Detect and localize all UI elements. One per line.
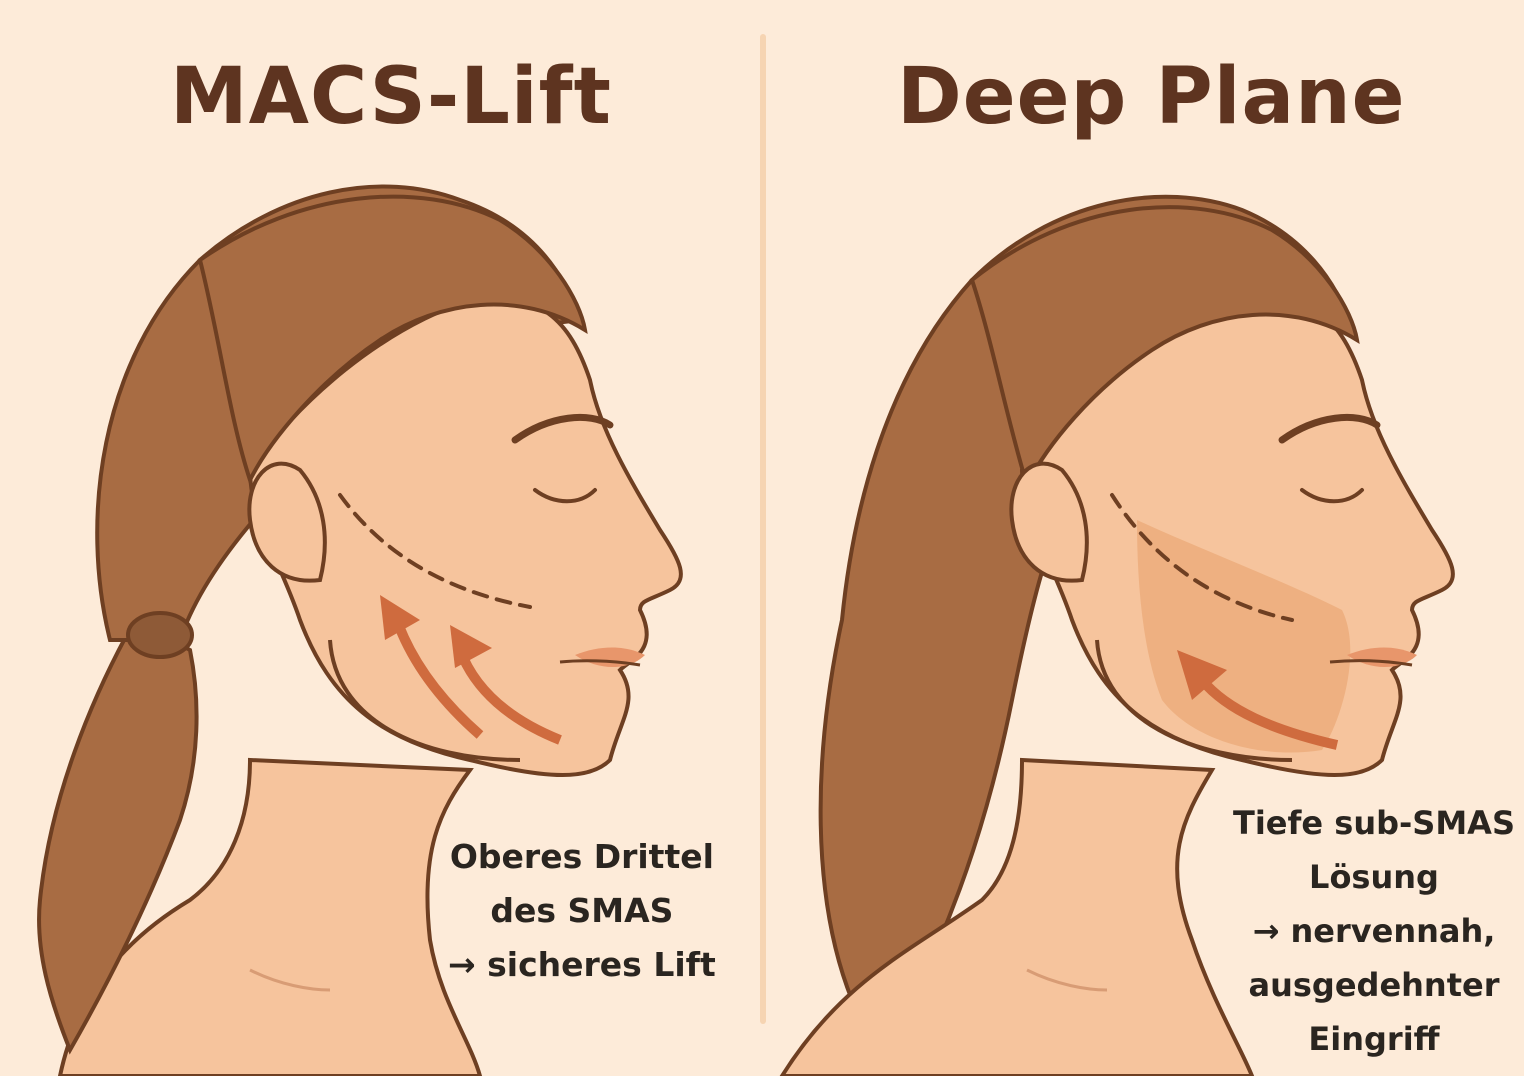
caption-line: Oberes Drittel bbox=[449, 837, 714, 876]
caption-line: → nervennah, bbox=[1252, 912, 1496, 950]
caption-line: → sicheres Lift bbox=[448, 945, 716, 984]
macs-lift-face-illustration bbox=[37, 184, 683, 1076]
macs-lift-caption: Oberes Drittel des SMAS → sicheres Lift bbox=[448, 830, 716, 992]
panel-divider bbox=[760, 34, 766, 1024]
deep-plane-caption: Tiefe sub-SMAS Lösung → nervennah, ausge… bbox=[1224, 796, 1524, 1066]
caption-line: ausgedehnter bbox=[1248, 966, 1500, 1004]
deep-plane-panel: Deep Plane Tiefe sub-SMAS Lösung → nerve… bbox=[762, 0, 1524, 1076]
caption-line: Eingriff bbox=[1308, 1020, 1440, 1058]
macs-lift-title: MACS-Lift bbox=[170, 52, 612, 142]
caption-line: Tiefe sub-SMAS bbox=[1233, 804, 1515, 842]
macs-lift-panel: MACS-Lift Oberes Drittel des SMAS → sich… bbox=[37, 52, 716, 1076]
deep-plane-face-illustration bbox=[779, 194, 1455, 1076]
deep-plane-title: Deep Plane bbox=[897, 52, 1406, 142]
caption-line: des SMAS bbox=[490, 891, 674, 930]
caption-line: Lösung bbox=[1309, 858, 1439, 896]
